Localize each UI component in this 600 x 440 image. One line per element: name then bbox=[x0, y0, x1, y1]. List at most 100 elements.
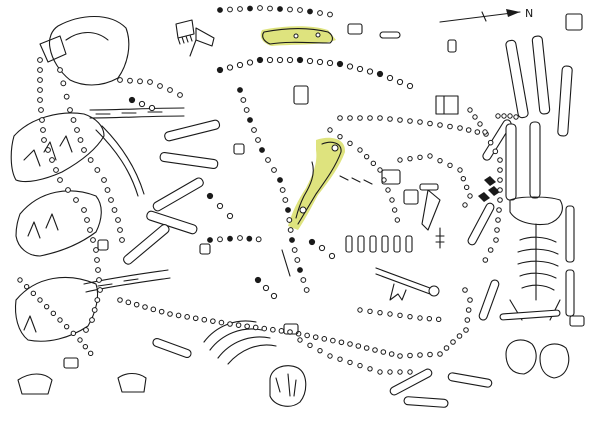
human-skeleton bbox=[499, 35, 575, 321]
bead bbox=[326, 59, 334, 67]
bead bbox=[119, 237, 125, 243]
bead bbox=[347, 140, 353, 147]
bead bbox=[73, 197, 79, 203]
bead bbox=[388, 351, 395, 357]
bead bbox=[89, 317, 95, 323]
bead bbox=[367, 308, 373, 315]
bead bbox=[437, 351, 443, 357]
bead bbox=[377, 115, 383, 121]
bead bbox=[266, 56, 274, 64]
bead bbox=[287, 6, 293, 13]
bead bbox=[347, 359, 353, 366]
bead bbox=[407, 352, 413, 359]
bead bbox=[84, 217, 90, 223]
bead bbox=[138, 100, 146, 108]
bead bbox=[367, 115, 373, 121]
bead bbox=[125, 299, 132, 306]
bead bbox=[465, 307, 472, 313]
bead bbox=[157, 83, 163, 89]
central-highlighted-object[interactable] bbox=[288, 137, 346, 230]
bead bbox=[117, 77, 123, 83]
bead bbox=[380, 349, 387, 355]
bead bbox=[270, 292, 278, 300]
bead bbox=[447, 162, 453, 169]
bead bbox=[240, 97, 247, 103]
bead bbox=[94, 297, 101, 303]
bead bbox=[158, 308, 165, 315]
bead bbox=[296, 56, 304, 64]
bead bbox=[247, 5, 253, 12]
bead bbox=[246, 235, 253, 242]
bead bbox=[237, 87, 243, 93]
bead bbox=[312, 334, 319, 340]
bead bbox=[23, 283, 30, 290]
bead bbox=[57, 317, 63, 323]
bead bbox=[289, 237, 295, 243]
bead bbox=[270, 326, 276, 333]
bead bbox=[17, 277, 23, 283]
square-object-top-right bbox=[565, 13, 583, 31]
bead bbox=[327, 353, 333, 359]
bead bbox=[147, 79, 153, 85]
bead bbox=[279, 187, 286, 193]
bead bbox=[246, 59, 254, 66]
bead bbox=[74, 127, 80, 133]
bead bbox=[226, 212, 234, 220]
bead bbox=[111, 207, 118, 213]
north-arrow: N bbox=[439, 7, 533, 23]
bead bbox=[417, 315, 423, 321]
bead bbox=[460, 175, 467, 182]
bead bbox=[30, 290, 37, 297]
bead bbox=[318, 244, 326, 252]
small-fragments bbox=[17, 23, 585, 395]
bead bbox=[347, 115, 353, 121]
bead bbox=[328, 252, 336, 260]
bead bbox=[57, 67, 63, 73]
bead bbox=[437, 122, 443, 128]
bead bbox=[367, 366, 373, 372]
bead bbox=[407, 313, 413, 320]
bead bbox=[447, 123, 453, 130]
bead bbox=[417, 119, 423, 125]
bead bbox=[167, 87, 173, 93]
bead bbox=[45, 147, 51, 153]
bead bbox=[397, 117, 403, 123]
bead bbox=[63, 93, 70, 100]
bead bbox=[377, 309, 383, 316]
bead bbox=[40, 127, 46, 133]
bead bbox=[417, 154, 423, 161]
bead bbox=[108, 197, 114, 203]
bead bbox=[357, 115, 363, 121]
bead bbox=[462, 202, 468, 208]
bead bbox=[282, 197, 289, 203]
bead bbox=[482, 129, 488, 135]
bracket-right bbox=[435, 95, 459, 115]
bead bbox=[37, 67, 43, 73]
bead bbox=[357, 307, 363, 313]
bead bbox=[363, 153, 370, 160]
bead bbox=[236, 61, 244, 69]
bead bbox=[357, 362, 363, 369]
bead bbox=[117, 297, 123, 303]
bead bbox=[394, 217, 401, 223]
bead bbox=[67, 107, 73, 113]
bead bbox=[37, 297, 43, 303]
bead bbox=[117, 227, 123, 233]
bead bbox=[243, 107, 250, 113]
bead bbox=[81, 147, 87, 153]
bead bbox=[97, 287, 103, 293]
bead bbox=[497, 177, 503, 183]
bead bbox=[346, 63, 354, 70]
jaw-upper-left bbox=[39, 16, 130, 86]
bead bbox=[317, 347, 323, 354]
bead bbox=[472, 114, 478, 120]
bead bbox=[356, 65, 364, 73]
bead bbox=[37, 87, 43, 93]
bead bbox=[487, 139, 494, 146]
bead bbox=[184, 314, 190, 320]
upper-highlighted-object[interactable] bbox=[260, 26, 336, 46]
bead bbox=[427, 120, 433, 127]
bead bbox=[53, 167, 59, 173]
bead bbox=[50, 310, 57, 317]
bead bbox=[37, 77, 43, 83]
